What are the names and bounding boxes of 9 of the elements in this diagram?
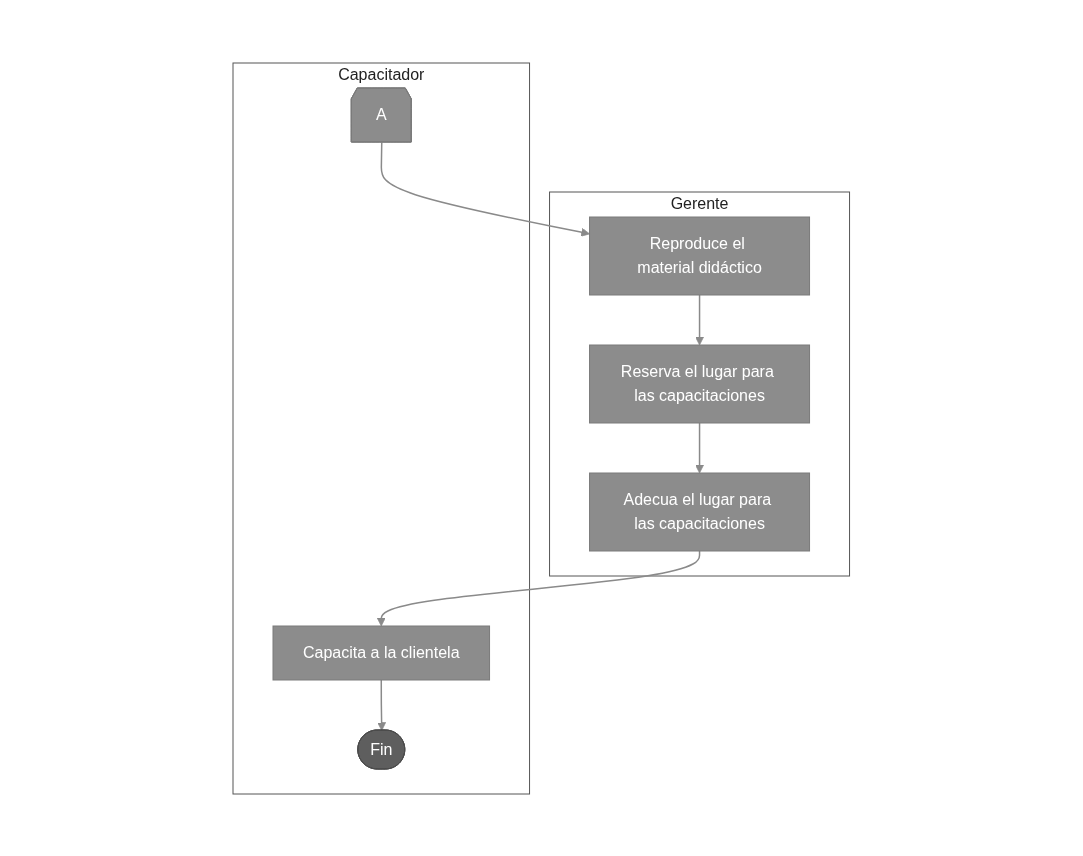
arrow [695, 293, 705, 345]
node-box: Reserva el lugar para las capacitaciones [589, 344, 811, 423]
arrow [377, 678, 387, 731]
arrow [377, 549, 701, 626]
node-box: Reproduce el material didáctico [589, 216, 811, 295]
node-box: Adecua el lugar para las capacitaciones [589, 472, 811, 551]
node-box: Capacita a la clientela [272, 625, 491, 680]
arrow [380, 141, 591, 237]
arrow [695, 421, 705, 473]
